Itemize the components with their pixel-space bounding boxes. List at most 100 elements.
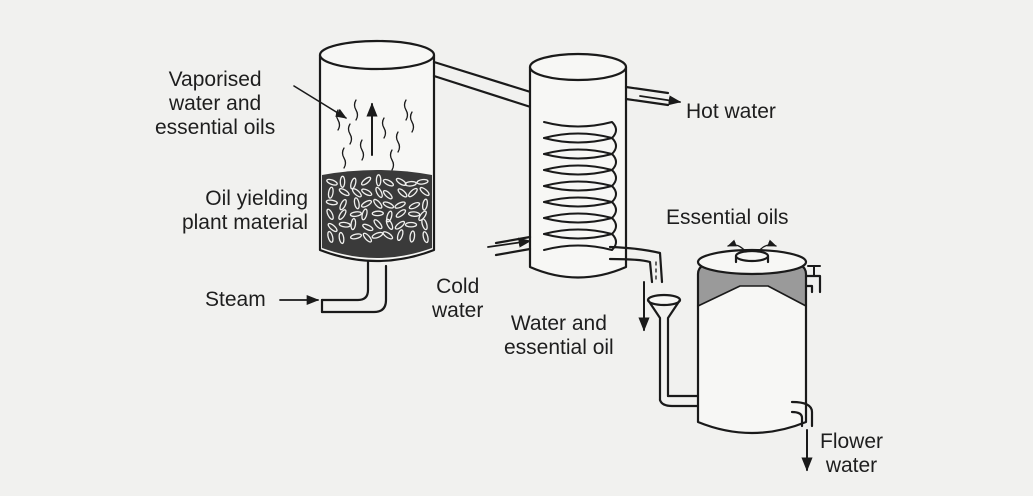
label-vaporised-line-2: water and — [169, 92, 262, 115]
label-water-and-oil: Water and essential oil — [504, 312, 614, 360]
leaf — [362, 232, 373, 243]
label-vaporised: Vaporised water and essential oils — [155, 68, 275, 140]
label-plant-line-1: Oil yielding — [205, 187, 308, 210]
leaf — [338, 231, 345, 245]
label-flower-line-1: Flower — [820, 430, 884, 453]
leaf — [419, 186, 430, 197]
leaf — [386, 210, 393, 223]
vapour-wisp — [341, 147, 347, 169]
leaf — [395, 209, 407, 218]
coil-turn — [543, 201, 617, 219]
vapour-wisp — [347, 123, 353, 145]
leaf — [351, 188, 362, 198]
coil-turn — [543, 185, 617, 203]
vapour-wisp — [381, 117, 387, 139]
steam-pipe — [320, 260, 388, 314]
leaf — [382, 189, 393, 200]
leaf — [361, 188, 373, 197]
leaf — [408, 201, 421, 210]
distillate-pipe — [608, 245, 664, 284]
leaf — [327, 186, 334, 199]
oil-tap — [804, 265, 822, 294]
condenser-coil — [543, 121, 617, 251]
condenser — [528, 52, 628, 279]
vaporised-pointer — [293, 85, 347, 119]
coil-turn — [543, 217, 617, 235]
label-plant-material: Oil yielding plant material — [150, 187, 308, 235]
leaf — [339, 175, 346, 188]
leaf — [407, 187, 418, 198]
leaf — [338, 209, 347, 221]
vapour-wisp — [403, 99, 409, 121]
leaf — [350, 217, 357, 231]
leaf — [404, 221, 418, 228]
leaf — [373, 198, 383, 209]
leaf — [353, 197, 360, 210]
label-flower-line-2: water — [825, 454, 878, 477]
label-cold-line-1: Cold — [436, 275, 480, 298]
leaf — [394, 201, 406, 209]
coil-turn — [543, 233, 617, 251]
leaf — [375, 186, 383, 199]
label-water-oil-line-1: Water and — [510, 312, 607, 335]
leaf — [382, 201, 395, 209]
vapour-wisp — [353, 99, 359, 121]
coil-turn — [543, 121, 617, 139]
leaf — [394, 220, 406, 230]
leaf — [407, 211, 421, 217]
leaf — [382, 231, 394, 240]
label-essential-oils: Essential oils — [666, 206, 789, 229]
leaf — [382, 178, 395, 187]
label-cold-line-2: water — [432, 299, 484, 322]
funnel — [646, 293, 700, 408]
label-vaporised-line-3: essential oils — [155, 116, 276, 139]
vapour-wisp — [395, 131, 401, 153]
leaf — [325, 199, 338, 206]
leaf — [385, 218, 394, 230]
leaf — [416, 178, 429, 185]
vapour-wisps — [335, 99, 415, 171]
coil-turn — [543, 169, 617, 187]
leaf — [338, 188, 350, 197]
cold-water-inlet — [487, 235, 532, 257]
leaf — [350, 177, 357, 190]
label-water-oil-line-2: essential oil — [504, 336, 614, 359]
leaf — [339, 199, 347, 211]
leaf — [327, 222, 338, 233]
leaf — [326, 178, 338, 186]
label-steam: Steam — [205, 288, 266, 311]
leaf — [422, 231, 429, 244]
vapour-wisp — [359, 139, 365, 161]
leaf — [360, 176, 372, 186]
label-flower-water: Flower water — [820, 430, 883, 478]
leaf — [362, 223, 374, 232]
label-plant-line-2: plant material — [181, 211, 308, 234]
leaf — [396, 229, 404, 242]
hot-water-outlet — [624, 85, 682, 107]
leaf — [421, 198, 429, 211]
label-vaporised-line-1: Vaporised — [168, 68, 262, 91]
coil-turn — [543, 153, 617, 171]
flower-water-outlet — [790, 400, 814, 472]
leaf — [326, 208, 334, 220]
leaf — [360, 199, 373, 208]
label-cold-water: Cold water — [432, 275, 483, 323]
leaf — [409, 230, 416, 243]
leaf — [397, 188, 408, 198]
leaf — [327, 230, 334, 243]
vapour-wisp — [389, 149, 395, 171]
leaf — [404, 180, 417, 187]
leaf — [338, 221, 351, 228]
separator-flask — [696, 239, 808, 435]
leaf — [349, 233, 363, 240]
leaf — [361, 208, 368, 221]
leaf — [373, 219, 383, 230]
leaf — [375, 174, 382, 187]
plant-material — [322, 170, 432, 258]
label-hot-water: Hot water — [686, 100, 776, 123]
leaf — [349, 211, 363, 218]
coil-turn — [543, 137, 617, 155]
leaf — [371, 210, 384, 217]
